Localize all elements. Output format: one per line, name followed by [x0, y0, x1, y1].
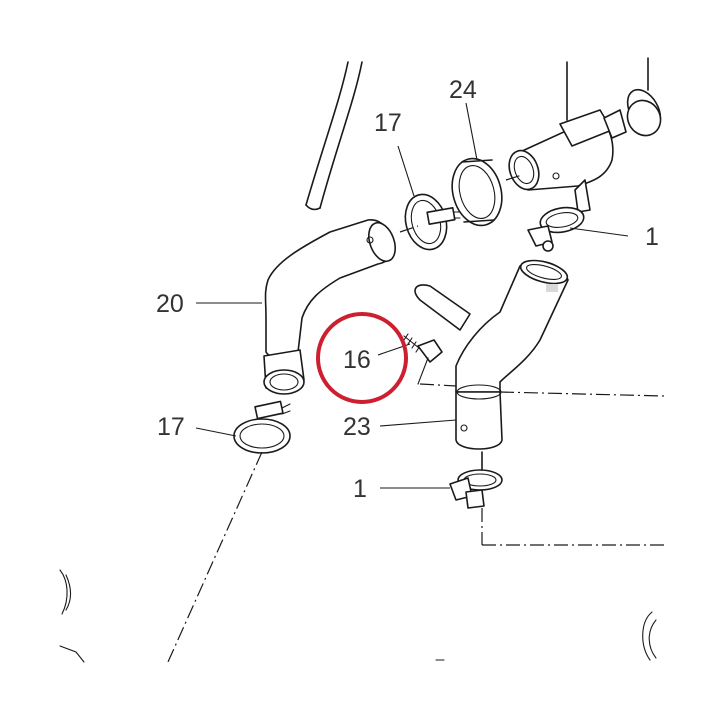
callout-17-top: 17	[374, 109, 402, 137]
thermostat-housing	[508, 61, 627, 213]
bleed-screw-16	[403, 333, 443, 385]
hose-clamp-1-lower	[449, 451, 503, 509]
highlight-circle	[316, 312, 408, 404]
coolant-pipe-top	[305, 61, 363, 211]
callout-17-left: 17	[157, 413, 185, 441]
hose-clamp-17-upper	[404, 193, 461, 251]
hose-20	[263, 219, 396, 395]
hose-clamp-1-upper	[527, 206, 585, 252]
callout-16: 16	[343, 346, 371, 374]
sleeve-24	[451, 157, 503, 227]
callout-1-bottom: 1	[353, 475, 367, 503]
hose-clamp-17-lower	[233, 400, 291, 454]
callout-labels: 24 17 1 20 16 17 23 1	[156, 76, 659, 503]
callout-1-right: 1	[645, 223, 659, 251]
assembly-center-lines	[167, 174, 665, 663]
y-connector-23	[414, 259, 569, 450]
hose-clamp-corner	[626, 57, 662, 137]
adjacent-part-fragments	[59, 569, 657, 663]
callout-24: 24	[449, 76, 477, 104]
callout-23: 23	[343, 413, 371, 441]
callout-20: 20	[156, 290, 184, 318]
